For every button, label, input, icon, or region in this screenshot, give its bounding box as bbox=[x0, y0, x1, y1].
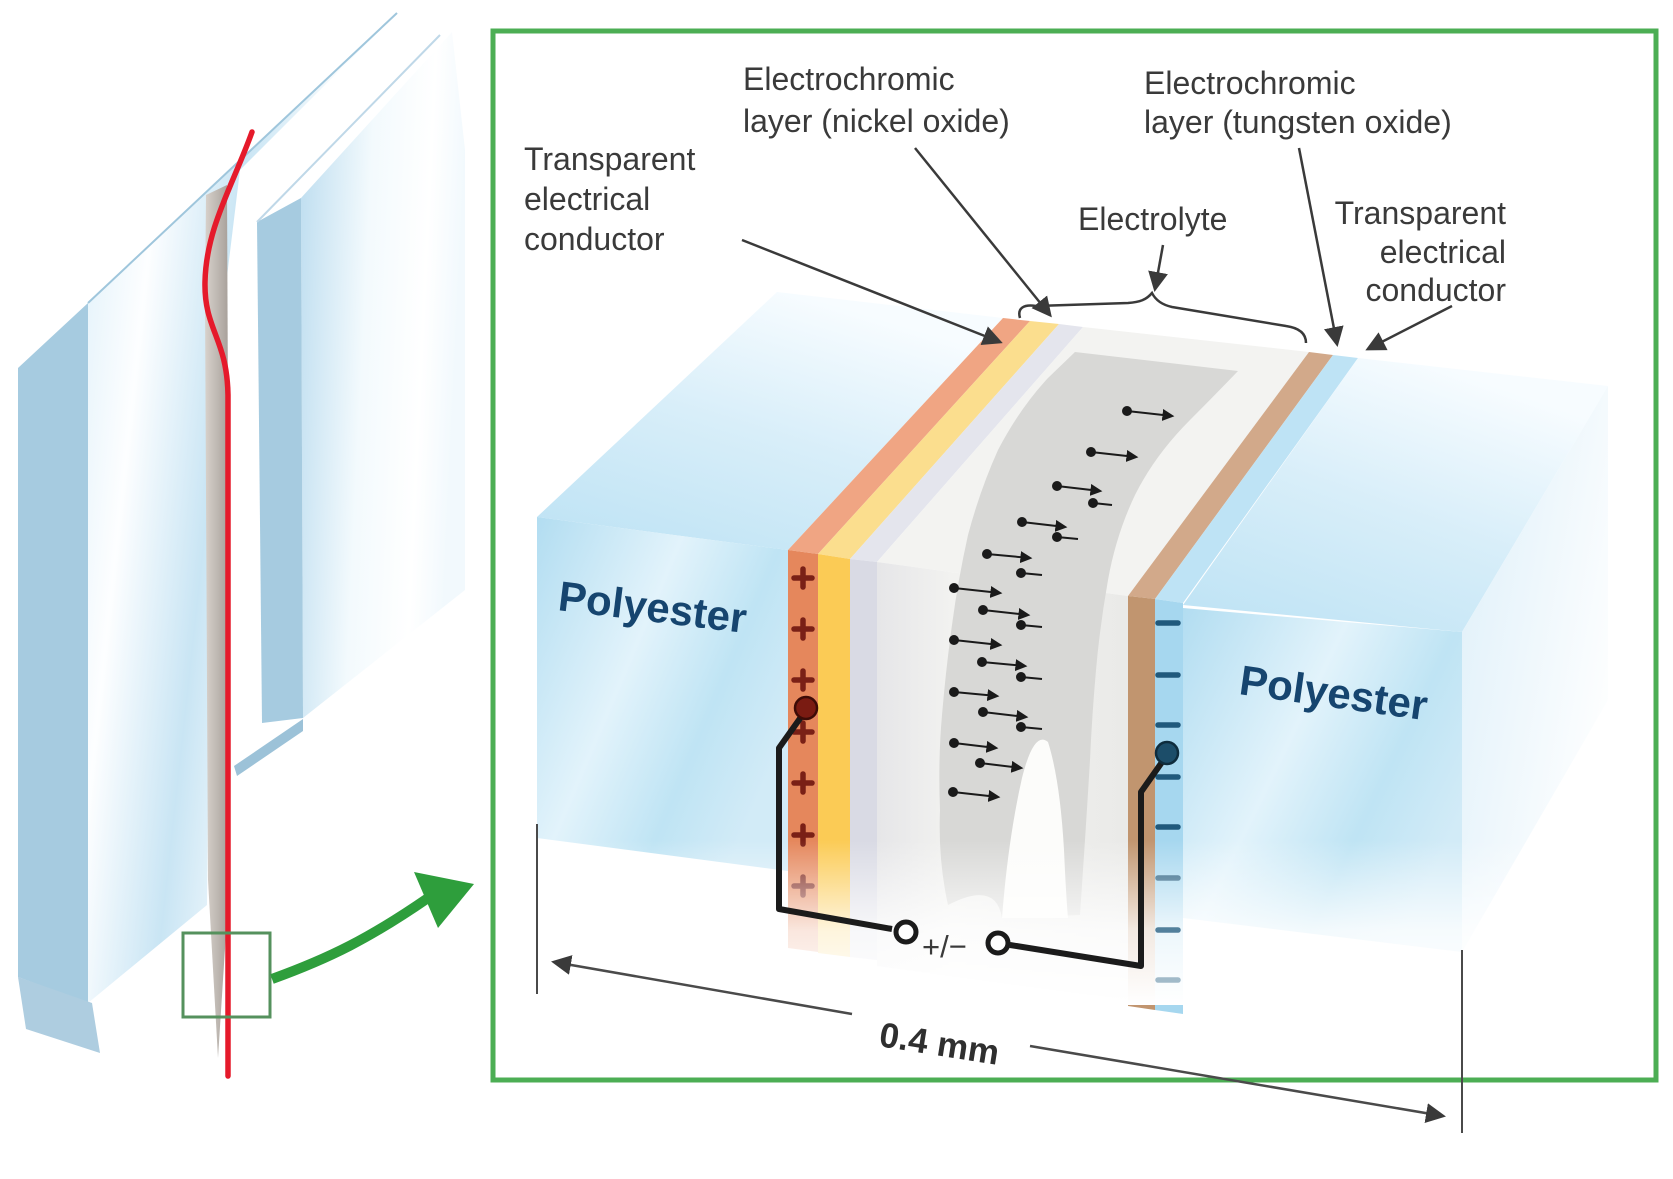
nickel-oxide-label-line2: layer (nickel oxide) bbox=[743, 103, 1010, 139]
dimension-line bbox=[536, 824, 1463, 1133]
film-red-line bbox=[202, 129, 255, 1079]
conductor-right-label-line3: conductor bbox=[1365, 272, 1506, 308]
terminal-circle-left bbox=[893, 919, 919, 945]
conductor-left-label-line2: electrical bbox=[524, 181, 650, 217]
tungsten-oxide-top bbox=[1128, 352, 1333, 599]
layer-top-faces bbox=[537, 292, 1608, 952]
callout-pointers bbox=[741, 147, 1453, 351]
glass-pane-rear bbox=[18, 12, 398, 1053]
conductor-right-label-line2: electrical bbox=[1380, 234, 1506, 270]
electrolyte-label: Electrolyte bbox=[1078, 201, 1227, 237]
nickel-oxide-top bbox=[818, 321, 1059, 559]
ion-arrows bbox=[948, 406, 1175, 802]
polyester-right-side bbox=[1462, 386, 1608, 952]
polarity-label: +/− bbox=[922, 929, 967, 964]
conductor-left-label-line3: conductor bbox=[524, 221, 665, 257]
electrolyte-pointer bbox=[1148, 244, 1168, 292]
wire-right bbox=[1009, 753, 1170, 969]
minus-charge-marks-faded bbox=[1155, 927, 1181, 983]
polyester-left-top bbox=[537, 292, 1003, 550]
conductor-left-label-line1: Transparent bbox=[524, 141, 695, 177]
polyester-right-top bbox=[1183, 358, 1608, 632]
cross-section-inset: Polyester Polyester +/− 0.4 mm Transpare… bbox=[490, 28, 1659, 1133]
terminal-circle-right bbox=[985, 930, 1011, 956]
zoom-arrow-icon bbox=[270, 872, 474, 984]
polyester-left-front bbox=[537, 517, 788, 871]
zoom-region-box bbox=[181, 931, 272, 1019]
window-panes-overview bbox=[18, 12, 474, 1079]
conductor-left-pointer bbox=[741, 238, 1003, 346]
tungsten-oxide-label-line2: layer (tungsten oxide) bbox=[1144, 104, 1452, 140]
circuit: +/− bbox=[776, 695, 1180, 969]
separator-top bbox=[850, 324, 1083, 562]
nickel-oxide-pointer bbox=[914, 147, 1052, 318]
terminal-positive bbox=[793, 695, 819, 721]
terminal-negative bbox=[1154, 740, 1180, 766]
tungsten-oxide-label-line1: Electrochromic bbox=[1144, 65, 1356, 101]
tungsten-oxide-pointer bbox=[1297, 147, 1344, 347]
nickel-oxide-label-line1: Electrochromic bbox=[743, 61, 955, 97]
window-film-edge bbox=[202, 129, 255, 1079]
conductor-right-pointer bbox=[1365, 304, 1453, 351]
electrolyte-brace bbox=[1018, 290, 1308, 344]
wire-left bbox=[776, 708, 893, 932]
glass-pane-front bbox=[234, 32, 465, 776]
fade-overlay bbox=[500, 840, 1650, 1005]
conductor-right-label-line1: Transparent bbox=[1335, 195, 1506, 231]
conductor-right-top bbox=[1155, 355, 1358, 603]
callout-labels: Transparent electrical conductor Electro… bbox=[524, 61, 1506, 308]
conductor-left-top bbox=[788, 318, 1030, 554]
